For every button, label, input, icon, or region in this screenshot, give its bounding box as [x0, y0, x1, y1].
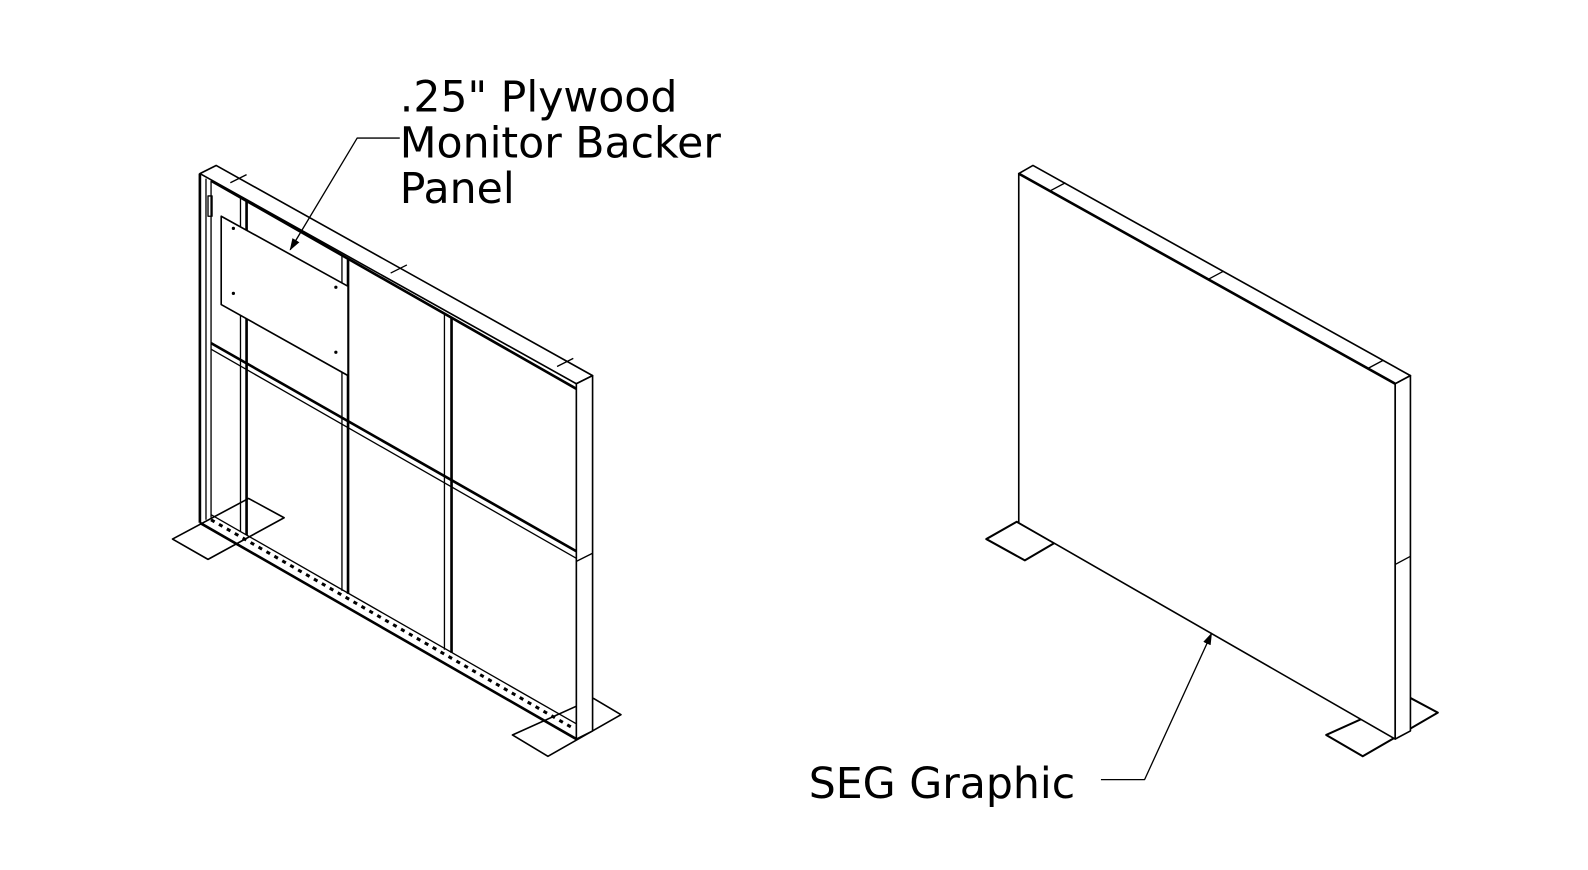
top-seam: [390, 264, 408, 274]
top-seam: [1049, 182, 1066, 192]
plywood-leader-line: [289, 137, 400, 251]
right-side-face: [1394, 374, 1412, 740]
plywood-monitor-backer-panel: [220, 215, 349, 377]
seg-graphic-face: [1017, 172, 1397, 740]
top-seam: [230, 174, 247, 184]
top-seam: [1367, 359, 1384, 370]
seg-leader-line: [1100, 632, 1213, 781]
plywood-callout-line-2: Monitor Backer: [400, 118, 722, 168]
plywood-callout-line-3: Panel: [400, 164, 515, 214]
right-foot-front: [511, 697, 622, 758]
top-seam: [556, 357, 574, 368]
frame-structure-view: .25" Plywood Monitor Backer Panel: [171, 73, 722, 758]
latch: [207, 195, 213, 217]
top-seam: [1208, 270, 1225, 280]
seg-graphic-callout: SEG Graphic: [809, 759, 1075, 809]
plywood-callout-line-1: .25" Plywood: [400, 73, 678, 123]
panel-screws: [231, 226, 338, 354]
seg-graphic-view: SEG Graphic: [809, 164, 1439, 809]
